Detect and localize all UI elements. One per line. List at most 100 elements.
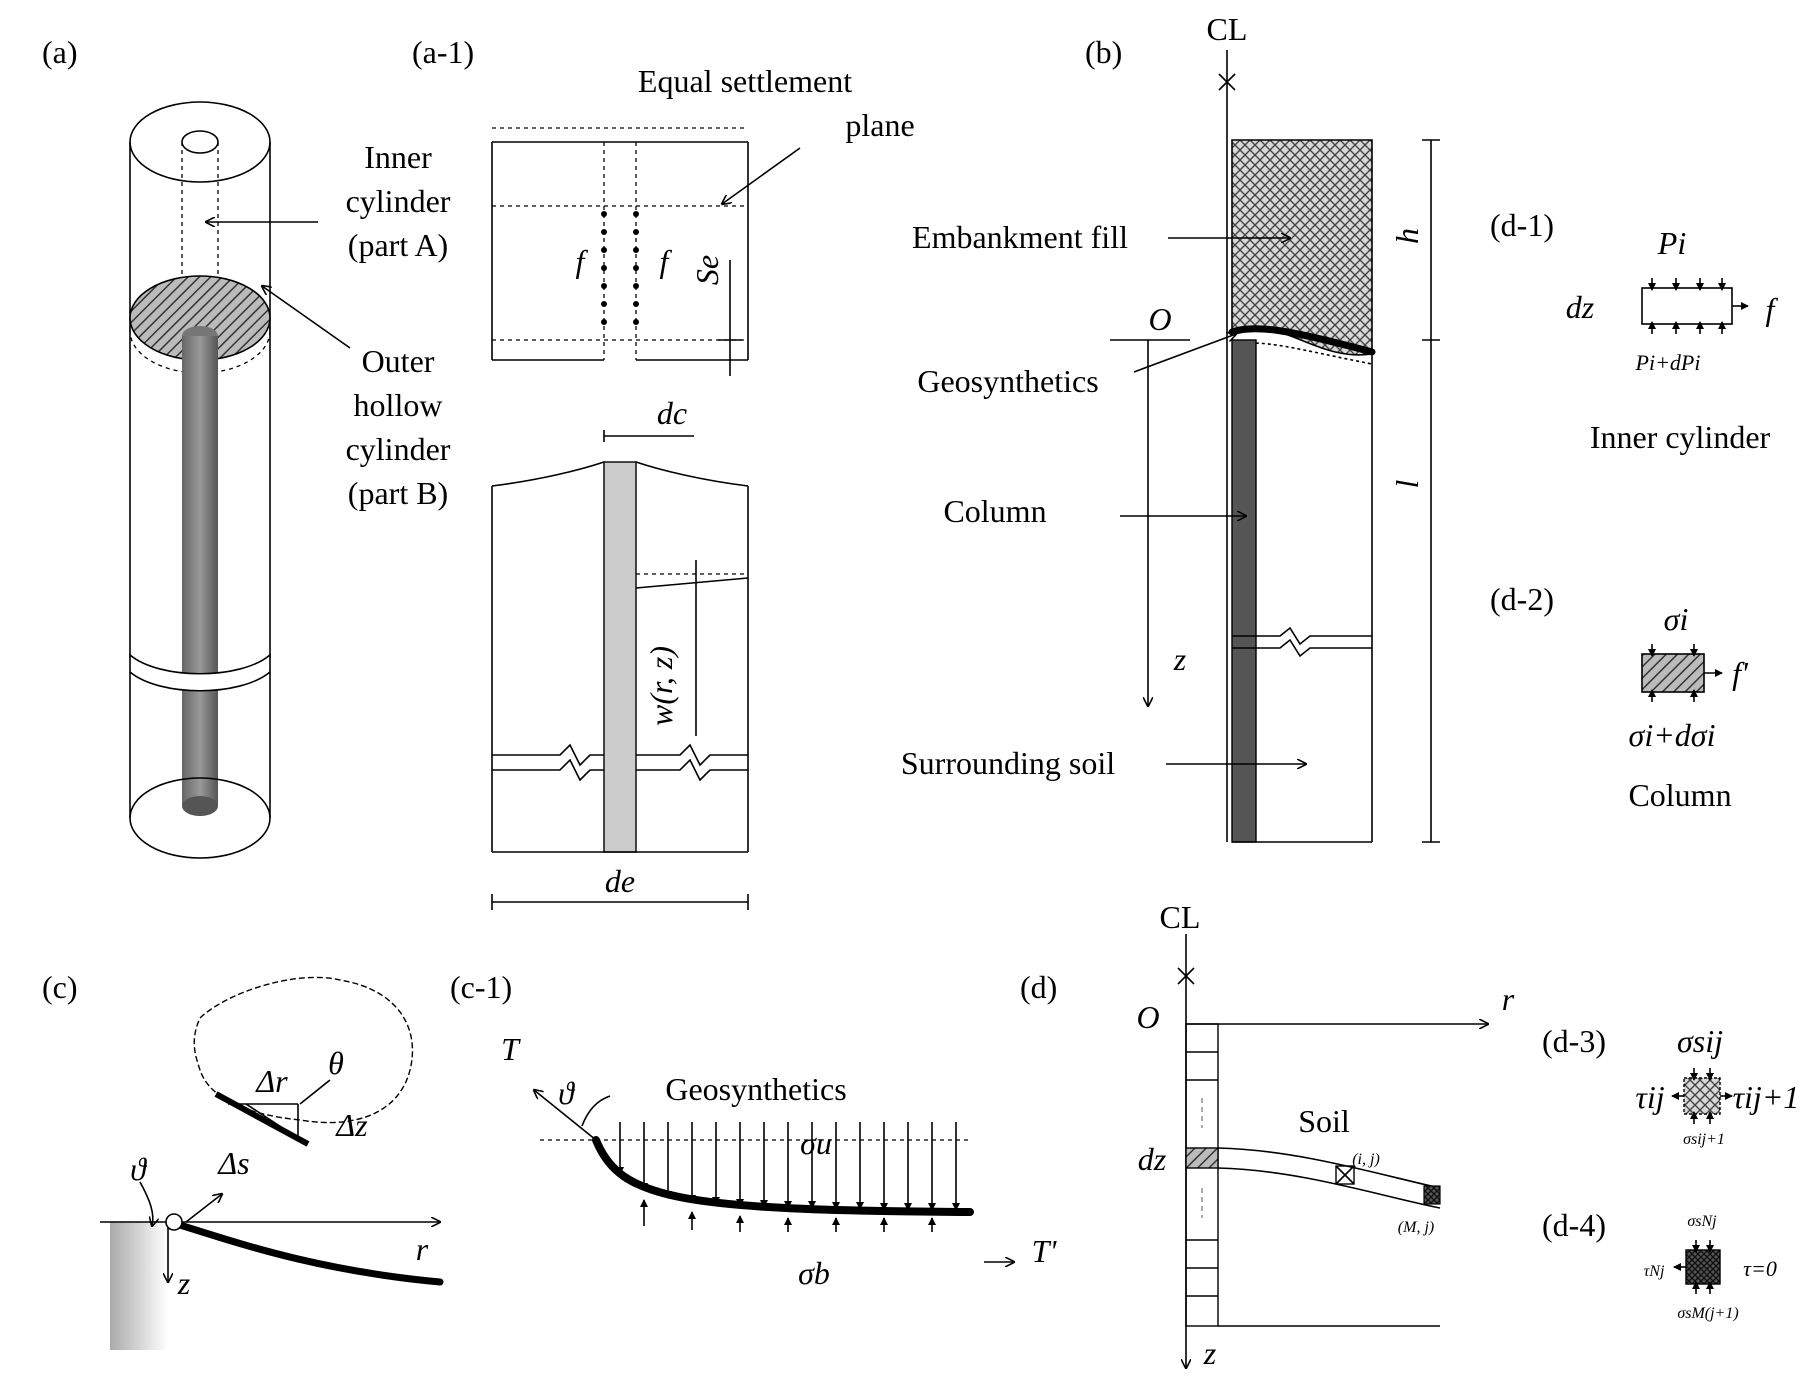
dz-d1-label: dz xyxy=(1566,289,1595,325)
f-d1-label: f xyxy=(1766,291,1779,327)
origin-b-label: O xyxy=(1148,301,1171,337)
tau-nj-label: τNj xyxy=(1644,1263,1665,1280)
panel-label-d4: (d-4) xyxy=(1542,1207,1606,1243)
panel-d1: Pi dz f Pi+dPi Inner cylinder xyxy=(1566,225,1779,455)
geosynthetic-curve-c1 xyxy=(592,1136,974,1216)
panel-a1: f f Se Equal settlement plane dc w(r, z)… xyxy=(491,63,915,910)
equal-settlement-1: Equal settlement xyxy=(638,63,852,99)
panel-d2: σi f' σi+dσi Column xyxy=(1628,601,1749,813)
column-strip xyxy=(1185,1023,1219,1327)
column-wall xyxy=(110,1222,168,1350)
geosynthetic-curve-c xyxy=(166,1218,444,1286)
geosynthetics-b-label: Geosynthetics xyxy=(917,363,1098,399)
embankment-fill xyxy=(1231,139,1373,356)
vartheta-c1-label: ϑ xyxy=(558,1075,576,1111)
z-b-label: z xyxy=(1173,641,1187,677)
inner-cylinder-caption: Inner cylinder xyxy=(1590,419,1771,455)
panel-a-cylinder: Inner cylinder (part A) Outer hollow cyl… xyxy=(129,101,451,859)
load-arrows-bottom xyxy=(640,1199,936,1232)
t-label: T xyxy=(501,1031,521,1067)
friction-dots xyxy=(601,211,639,325)
column-b-label: Column xyxy=(943,493,1046,529)
f-right-label: f xyxy=(660,243,673,279)
panel-label-a: (a) xyxy=(42,34,78,70)
sigma-i-label: σi xyxy=(1664,601,1689,637)
pi-label: Pi xyxy=(1657,225,1686,261)
panel-c: Δr θ Δz Δs ϑ r z xyxy=(100,976,444,1350)
geosynthetics-b xyxy=(1228,325,1376,356)
panel-d3: σsij τij τij+1 σsij+1 xyxy=(1635,1023,1799,1148)
r-d-label: r xyxy=(1502,981,1515,1017)
outer-label-4: (part B) xyxy=(348,475,448,511)
panel-b: CL O z h l Embankment fill Geosynthetics… xyxy=(901,11,1440,843)
tension-arrow xyxy=(534,1090,597,1141)
sigma-sij-label: σsij xyxy=(1677,1023,1723,1059)
ds-segment xyxy=(214,1091,310,1147)
panel-d4: σsNj τNj τ=0 σsM(j+1) xyxy=(1644,1213,1777,1322)
panel-label-d: (d) xyxy=(1020,969,1057,1005)
z-d-label: z xyxy=(1203,1335,1217,1371)
zoom-bubble xyxy=(193,976,414,1124)
soil-b-label: Surrounding soil xyxy=(901,745,1115,781)
se-label: Se xyxy=(689,255,725,285)
w-label: w(r, z) xyxy=(643,646,679,726)
embankment-label: Embankment fill xyxy=(912,219,1128,255)
equal-settlement-arrow xyxy=(722,147,801,204)
panel-label-c1: (c-1) xyxy=(450,969,512,1005)
sigma-sij1-label: σsij+1 xyxy=(1683,1131,1725,1148)
cell-mj xyxy=(1423,1185,1441,1205)
column-d2-caption: Column xyxy=(1628,777,1731,813)
panel-label-b: (b) xyxy=(1085,34,1122,70)
origin-d-label: O xyxy=(1136,999,1159,1035)
sigma-b-label: σb xyxy=(798,1255,830,1291)
f-left-label: f xyxy=(576,243,589,279)
cell-ij xyxy=(1335,1165,1355,1185)
vartheta-c-label: ϑ xyxy=(130,1151,148,1187)
outer-label-1: Outer xyxy=(362,343,435,379)
sigma-smj1-label: σsM(j+1) xyxy=(1677,1305,1738,1322)
panel-label-d3: (d-3) xyxy=(1542,1023,1606,1059)
tau-ij1-label: τij+1 xyxy=(1733,1079,1800,1115)
inner-label-1: Inner xyxy=(364,139,432,175)
column-b xyxy=(1231,339,1257,843)
centerline-d-label: CL xyxy=(1160,899,1201,935)
outer-arrow xyxy=(262,286,351,349)
sigma-u-label: σu xyxy=(800,1125,832,1161)
h-label: h xyxy=(1389,228,1425,244)
equal-settlement-2: plane xyxy=(845,107,914,143)
soil-d-label: Soil xyxy=(1298,1103,1350,1139)
tau-ij-label: τij xyxy=(1635,1079,1664,1115)
theta-label: θ xyxy=(328,1045,344,1081)
tau-zero-label: τ=0 xyxy=(1743,1256,1777,1281)
load-arrows-top xyxy=(616,1122,960,1211)
column-a1 xyxy=(603,461,637,853)
sigma-d-label: σi+dσi xyxy=(1629,717,1716,753)
sigma-snj-label: σsNj xyxy=(1687,1213,1717,1230)
outer-label-2: hollow xyxy=(354,387,443,423)
panel-label-a1: (a-1) xyxy=(412,34,474,70)
z-c-label: z xyxy=(177,1265,191,1301)
panel-d: CL O r dz Soil (i, j) (M, j) z xyxy=(1136,899,1514,1371)
dz-c-label: Δz xyxy=(334,1107,368,1143)
panel-label-d1: (d-1) xyxy=(1490,207,1554,243)
panel-label-d2: (d-2) xyxy=(1490,581,1554,617)
pidpi-label: Pi+dPi xyxy=(1635,350,1701,375)
de-label: de xyxy=(605,863,635,899)
dc-label: dc xyxy=(657,395,687,431)
dz-element xyxy=(1185,1147,1219,1169)
mj-label: (M, j) xyxy=(1398,1219,1434,1236)
l-label: l xyxy=(1389,479,1425,488)
t-prime-label: T' xyxy=(1032,1233,1058,1269)
r-c-label: r xyxy=(416,1231,429,1267)
ds-label: Δs xyxy=(216,1145,249,1181)
dz-d-label: dz xyxy=(1138,1141,1167,1177)
panel-label-c: (c) xyxy=(42,969,78,1005)
outer-label-3: cylinder xyxy=(346,431,451,467)
ij-label: (i, j) xyxy=(1352,1151,1380,1168)
column-rod xyxy=(182,336,218,806)
dr-label: Δr xyxy=(254,1063,288,1099)
f-prime-d2-label: f' xyxy=(1732,655,1749,691)
inner-label-3: (part A) xyxy=(348,227,448,263)
